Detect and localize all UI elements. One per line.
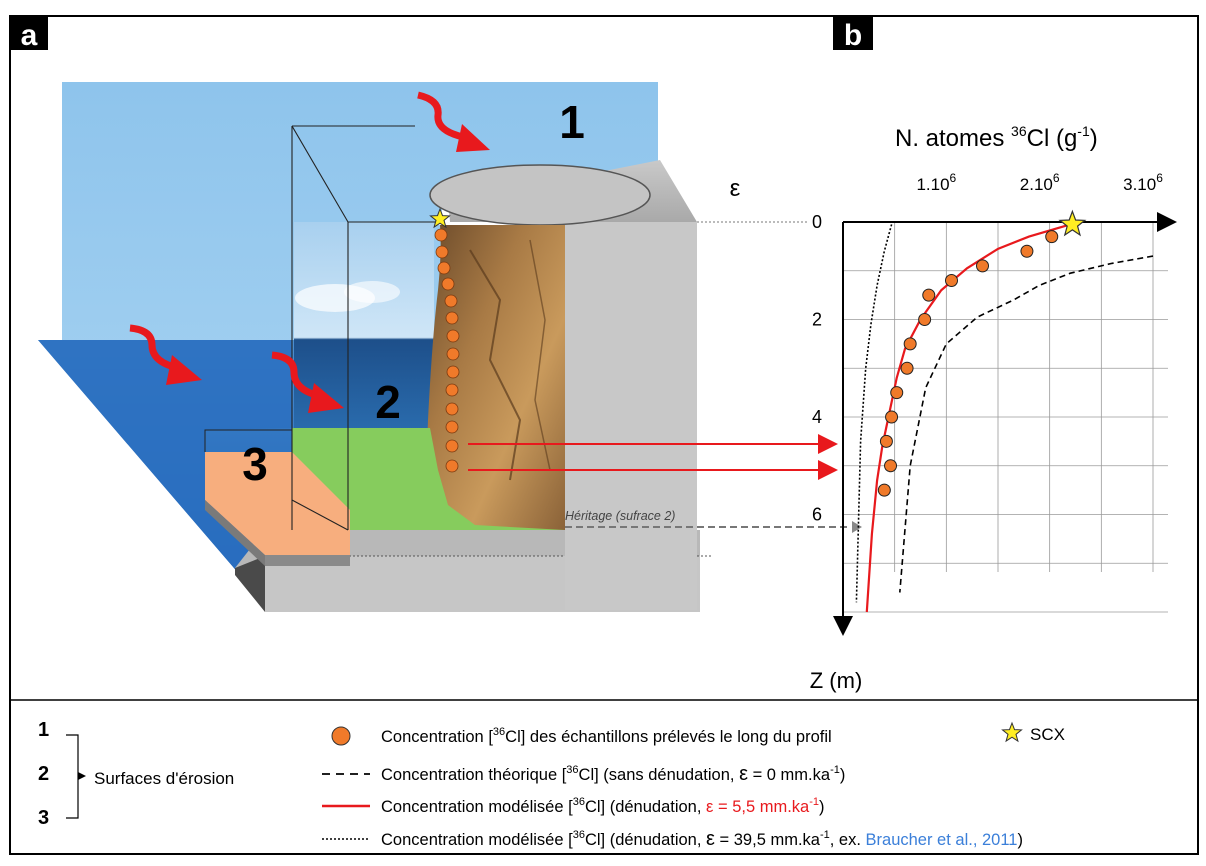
profile-sample-dot <box>445 383 459 397</box>
surface-3-number: 3 <box>242 438 268 490</box>
scx-star-profile <box>429 207 451 229</box>
x-tick-label: 2.106 <box>1020 171 1060 194</box>
cliff-crack <box>529 239 551 471</box>
series-line-solid <box>865 223 1071 613</box>
profile-sample-dot <box>437 261 451 275</box>
sample-point <box>890 386 904 400</box>
sample-point <box>877 483 891 497</box>
legend-surface-1: 1 <box>38 719 49 741</box>
surface-2-number: 2 <box>375 376 401 428</box>
legend-bracket-tick <box>78 772 86 780</box>
x-tick-labels: 1.106 2.106 3.106 <box>916 171 1163 194</box>
cliff-right-wall <box>565 222 697 610</box>
panel-b-label: b <box>844 19 862 52</box>
surface-3-front <box>265 555 350 566</box>
chart-title: N. atomes 36Cl (g-1) <box>895 123 1098 152</box>
legend-surface-2: 2 <box>38 763 49 785</box>
panel-b-badge <box>833 16 873 50</box>
y-tick-label: 2 <box>812 310 822 330</box>
sample-point <box>900 361 914 375</box>
heritage-label: Héritage (sufrace 2) <box>565 509 675 523</box>
erosion-arrow-3-head <box>308 383 344 413</box>
panel-a-label: a <box>21 19 38 52</box>
y-tick-labels: 0 2 4 6 <box>812 212 822 525</box>
legend-scx-star <box>1001 721 1023 743</box>
legend-dashed-text: Concentration théorique [36Cl] (sans dén… <box>381 763 845 785</box>
chart-series <box>855 223 1154 613</box>
sample-point <box>945 274 958 287</box>
cliff-crack <box>469 249 522 481</box>
erosion-arrow-1-head <box>456 124 490 152</box>
sample-points <box>877 230 1059 497</box>
surface-1-number: 1 <box>559 96 585 148</box>
profile-sample-dot <box>445 311 459 325</box>
legend: 1 2 3 Surfaces d'érosion Concentration [… <box>38 719 1065 850</box>
erosion-arrow-2 <box>129 324 179 372</box>
erosion-arrow-3 <box>271 351 321 400</box>
sample-point <box>1020 244 1034 258</box>
x-tick-label: 3.106 <box>1123 171 1163 194</box>
wireframe-box <box>291 125 440 531</box>
profile-sample-dot <box>434 228 448 242</box>
legend-surfaces-label: Surfaces d'érosion <box>94 769 234 788</box>
cliff-face-photo <box>427 225 565 530</box>
x-tick-label: 1.106 <box>916 171 956 194</box>
epsilon-label: ε <box>730 175 741 202</box>
legend-surface-3: 3 <box>38 807 49 829</box>
erosion-arrow-1 <box>417 91 469 142</box>
surface-2-green <box>292 428 565 530</box>
erosion-arrow-2-head <box>166 355 202 385</box>
series-line-dashed <box>899 255 1154 593</box>
cloud <box>344 281 400 303</box>
surface-3-orange <box>205 452 350 555</box>
profile-sample-dot <box>441 277 455 291</box>
y-tick-label: 0 <box>812 212 822 232</box>
sample-point <box>879 434 893 448</box>
legend-red-text: Concentration modélisée [36Cl] (dénudati… <box>381 796 825 816</box>
profile-sample-dot <box>445 459 459 473</box>
profile-sample-dot <box>446 329 460 343</box>
profile-sample-dot <box>435 245 449 259</box>
scx-star <box>1058 209 1087 237</box>
sample-point <box>903 337 917 351</box>
profile-sample-dot <box>444 294 458 308</box>
y-tick-label: 6 <box>812 505 822 525</box>
sample-point <box>884 459 898 473</box>
sample-point <box>918 313 932 326</box>
y-tick-label: 4 <box>812 407 822 427</box>
profile-sample-dot <box>445 439 459 453</box>
profile-sample-dot <box>446 365 460 379</box>
legend-sample-marker <box>331 726 351 746</box>
legend-bracket <box>66 734 79 819</box>
concentration-chart: N. atomes 36Cl (g-1) 1.106 2.106 3.106 0 2 4… <box>810 123 1177 693</box>
panel-a-badge <box>10 16 48 50</box>
outer-frame <box>9 15 1199 855</box>
base-block-edge <box>235 556 265 612</box>
legend-samples-text: Concentration [36Cl] des échantillons pr… <box>381 726 832 746</box>
sample-point <box>1045 230 1059 244</box>
y-axis-label: Z (m) <box>810 668 863 693</box>
sample-point <box>976 259 989 273</box>
surface-1-cap <box>429 164 651 226</box>
sample-point <box>885 410 899 424</box>
block-diagram: 1 2 3 ε Héritage (sufrace 2) <box>38 82 862 612</box>
profile-samples <box>434 228 460 473</box>
legend-scx-label: SCX <box>1030 725 1065 744</box>
legend-dotted-text: Concentration modélisée [36Cl] (dénudati… <box>381 828 1023 850</box>
profile-sample-dot <box>445 402 459 416</box>
surface-3-edge <box>205 452 265 566</box>
sample-point <box>922 288 936 302</box>
profile-sample-dot <box>446 347 460 361</box>
profile-sample-dot <box>445 420 459 434</box>
heritage-arrow-head <box>852 521 862 533</box>
surface-3-frame <box>204 429 292 452</box>
